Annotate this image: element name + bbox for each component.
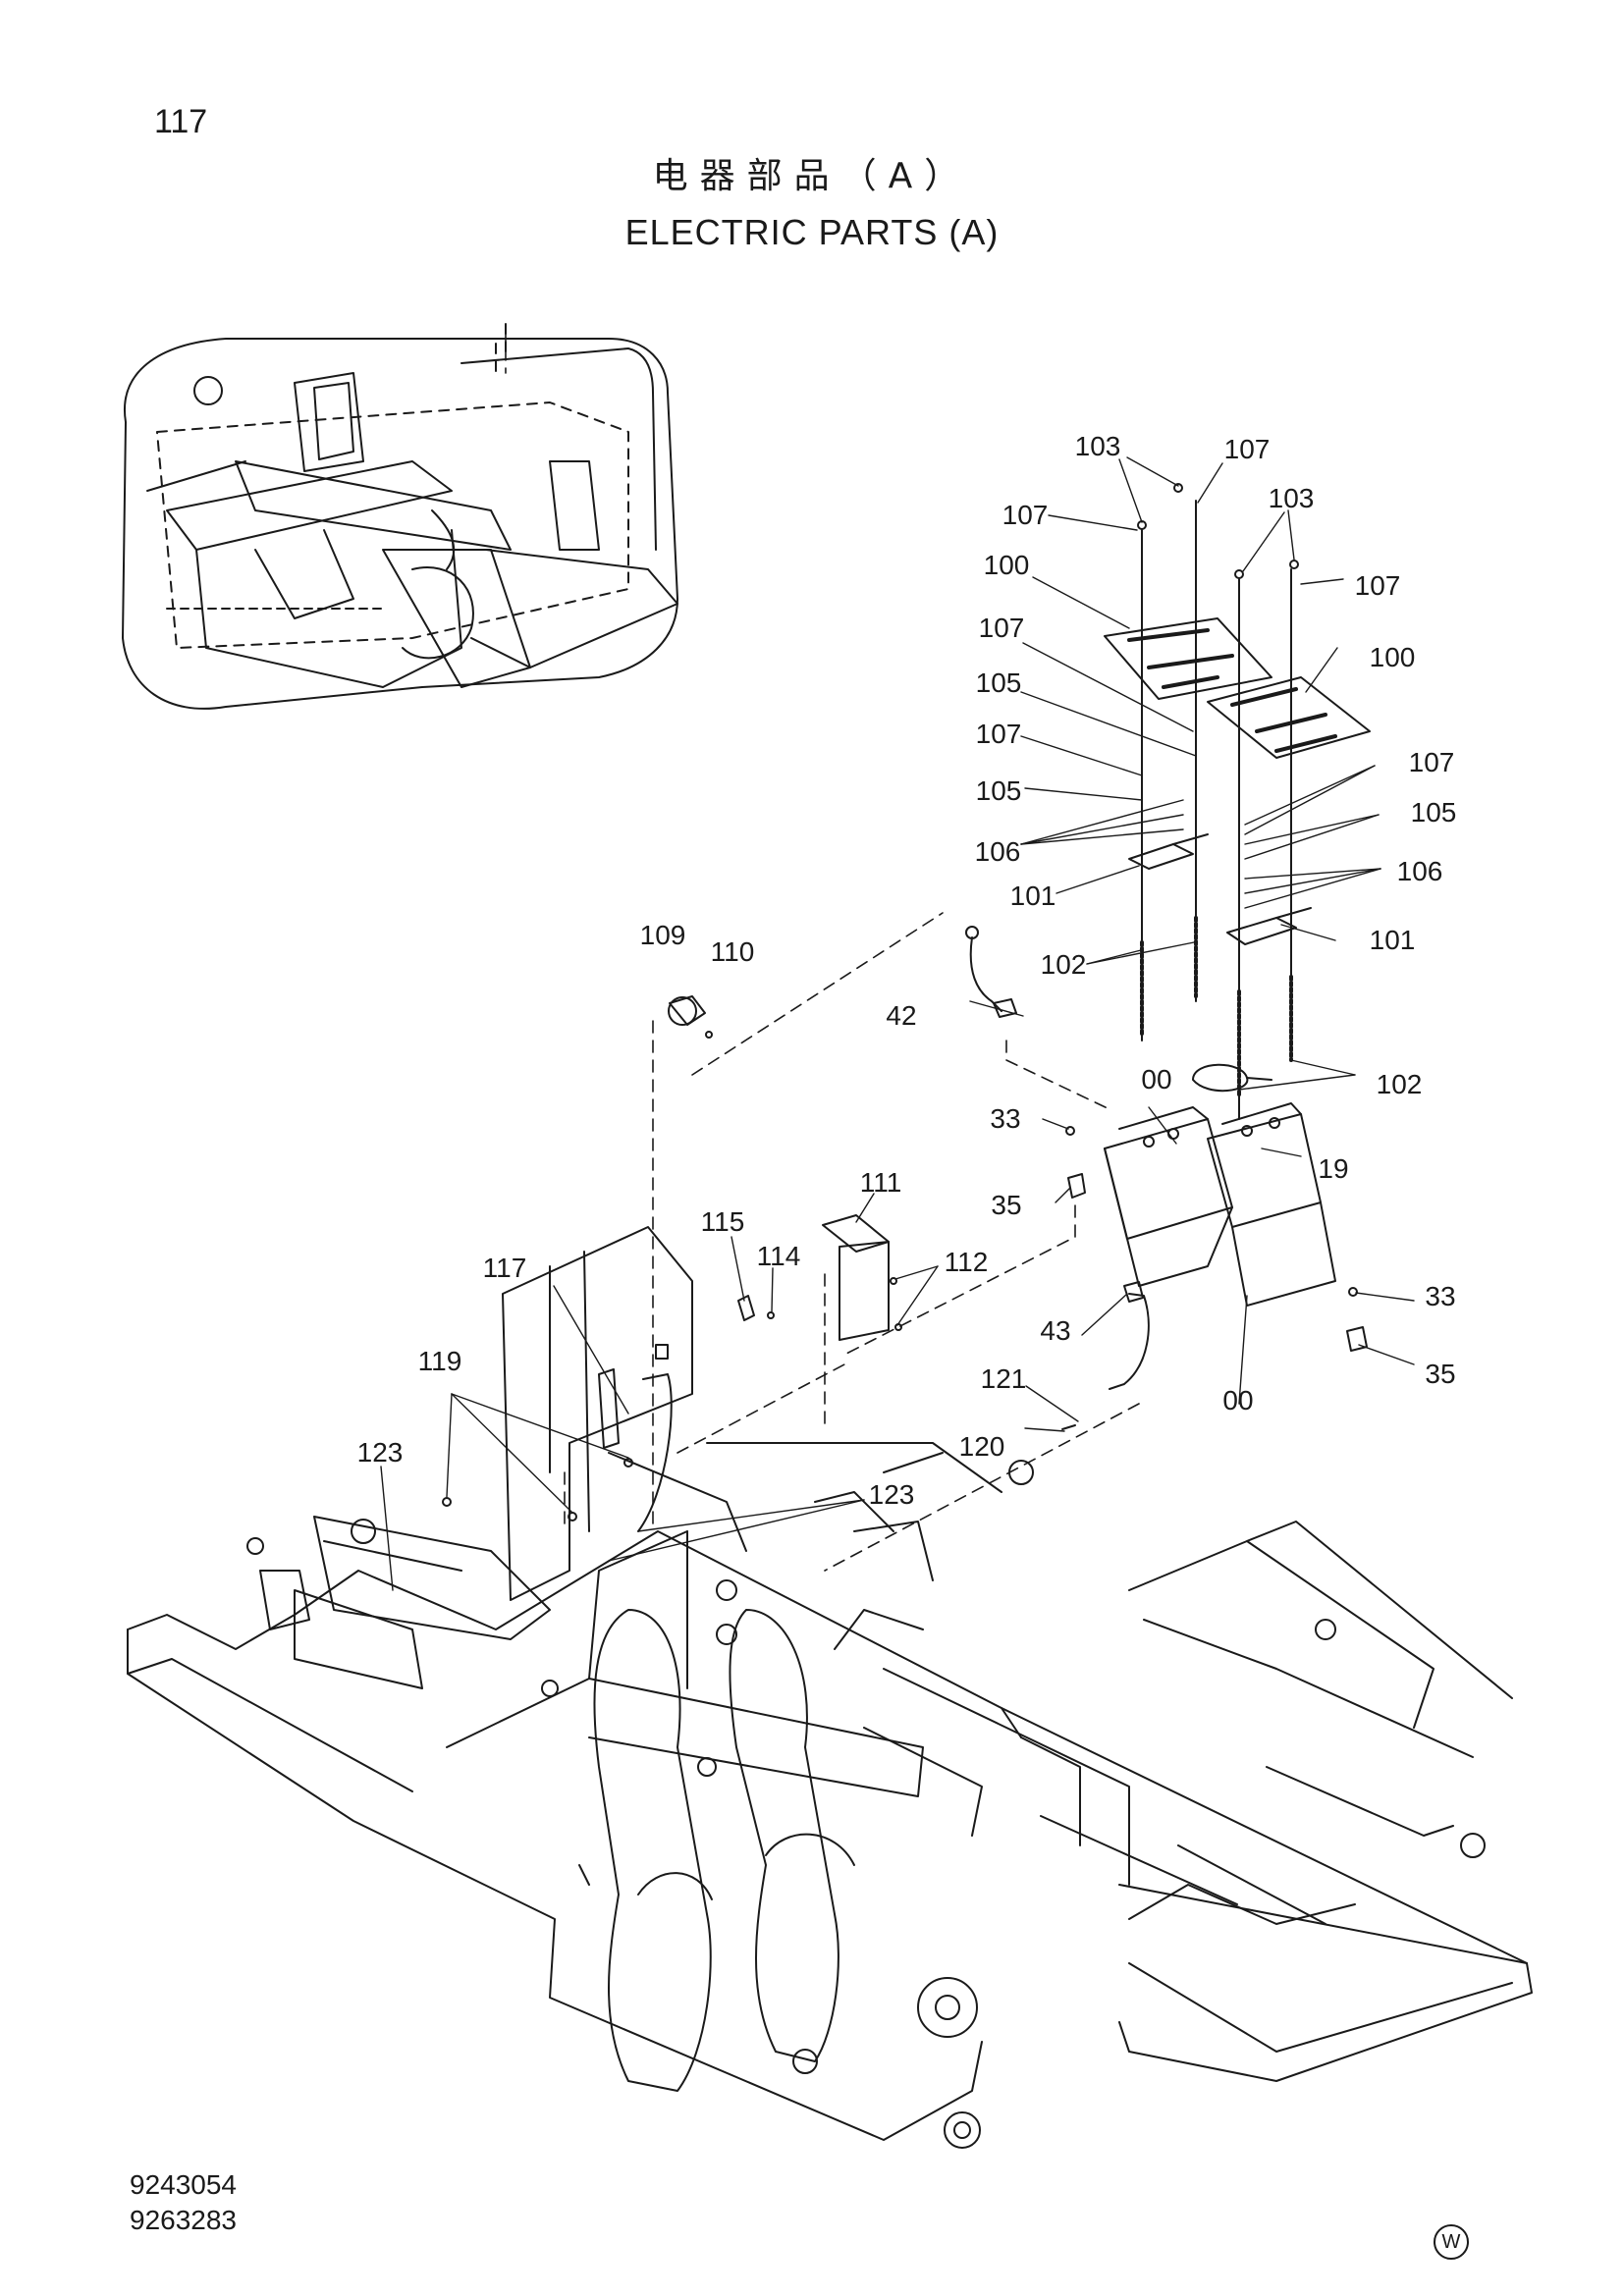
callout-121: 121 [980, 1363, 1027, 1394]
callout-112: 112 [944, 1247, 989, 1277]
callout-00-a: 00 [1141, 1064, 1172, 1095]
callout-105-b: 105 [975, 775, 1022, 806]
callout-123-a: 123 [356, 1437, 404, 1468]
callout-100-b: 100 [1369, 642, 1416, 672]
callout-106-a: 106 [974, 836, 1021, 867]
callout-123-b: 123 [868, 1479, 915, 1510]
callout-114: 114 [756, 1241, 801, 1271]
bracket-panel [737, 1214, 902, 1341]
callout-102-b: 102 [1376, 1069, 1423, 1099]
document-numbers: 9243054 9263283 [130, 2167, 237, 2238]
callout-100-a: 100 [983, 550, 1030, 580]
callout-107-b: 107 [1001, 500, 1049, 530]
battery-cables [965, 926, 1150, 1430]
vertical-mount-panel [442, 1226, 693, 1601]
machine-overview-inset [122, 323, 678, 710]
callout-107-f: 107 [1408, 747, 1455, 777]
callout-42: 42 [886, 1000, 917, 1031]
callout-101-a: 101 [1009, 881, 1056, 911]
callout-35-a: 35 [991, 1190, 1022, 1220]
callout-107-c: 107 [1354, 570, 1401, 601]
document-number-2: 9263283 [130, 2205, 238, 2235]
callout-110: 110 [710, 936, 755, 967]
callout-120: 120 [958, 1431, 1005, 1462]
callout-leaders [380, 456, 1415, 1591]
callout-33-b: 33 [1425, 1281, 1456, 1311]
callout-106-b: 106 [1396, 856, 1443, 886]
callout-43: 43 [1040, 1315, 1071, 1346]
callout-111: 111 [859, 1167, 902, 1198]
callout-102-a: 102 [1040, 949, 1087, 980]
title-block: 电器部品（A） ELECTRIC PARTS (A) [0, 147, 1624, 253]
w-circle-mark: W [1434, 2224, 1469, 2260]
callout-115: 115 [700, 1206, 745, 1237]
title-english: ELECTRIC PARTS (A) [624, 212, 1000, 252]
document-number-1: 9243054 [130, 2169, 238, 2200]
callout-119: 119 [417, 1346, 462, 1376]
callout-105-a: 105 [975, 667, 1022, 698]
page-number: 117 [154, 103, 208, 140]
battery-cover-assembly [1104, 483, 1371, 1100]
callout-107-a: 107 [1223, 434, 1271, 464]
callout-109: 109 [639, 920, 686, 950]
title-chinese: 电器部品（A） [652, 156, 972, 196]
callout-107-d: 107 [978, 613, 1025, 643]
callout-35-b: 35 [1425, 1359, 1456, 1389]
callout-00-b: 00 [1222, 1385, 1254, 1415]
callout-117: 117 [482, 1253, 527, 1283]
callout-103-a: 103 [1074, 431, 1121, 461]
callout-103-b: 103 [1268, 483, 1315, 513]
callout-19: 19 [1318, 1153, 1349, 1184]
revolving-frame [127, 1442, 1533, 2149]
callout-101-b: 101 [1369, 925, 1416, 955]
callout-105-c: 105 [1410, 797, 1457, 828]
dashed-guides [505, 328, 1140, 1572]
relay-part [668, 995, 713, 1039]
callout-107-e: 107 [975, 719, 1022, 749]
callout-33-a: 33 [990, 1103, 1021, 1134]
